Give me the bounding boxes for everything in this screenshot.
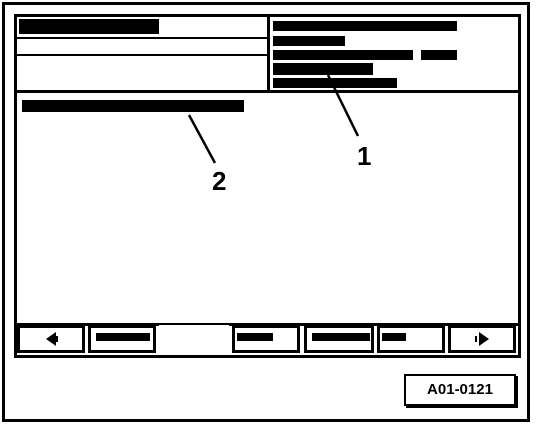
softkey-right-arrow[interactable]	[448, 325, 516, 353]
softkey-strip-top-border	[17, 323, 518, 326]
softkey-4-label	[312, 333, 370, 341]
figure-code-label: A01-0121	[404, 374, 516, 406]
header-info-line-4	[273, 63, 373, 75]
main-content-line	[22, 100, 244, 112]
softkey-4[interactable]	[304, 325, 374, 353]
header-info-line-1	[273, 21, 457, 31]
callout-2: 2	[212, 166, 227, 196]
softkey-1[interactable]	[88, 325, 156, 353]
header-title-bar	[19, 19, 159, 34]
header-info-line-3b	[421, 50, 457, 60]
header-info-line-3a	[273, 50, 413, 60]
header-divider-left-1	[17, 37, 267, 39]
header-bottom-border	[17, 90, 518, 93]
softkey-5-label	[382, 333, 406, 341]
softkey-3[interactable]	[232, 325, 300, 353]
left-arrow-icon	[46, 332, 58, 346]
header-info-line-5	[273, 78, 397, 88]
softkey-5[interactable]	[377, 325, 445, 353]
softkey-3-label	[237, 333, 273, 341]
header-divider-left-2	[17, 54, 267, 56]
softkey-left-arrow[interactable]	[17, 325, 85, 353]
right-arrow-icon	[475, 332, 489, 346]
header-divider-vertical	[267, 17, 270, 92]
display-screen	[14, 14, 521, 358]
header-info-line-2	[273, 36, 345, 46]
softkey-2-blank[interactable]	[159, 325, 229, 353]
callout-1: 1	[357, 141, 372, 171]
softkey-1-label	[96, 333, 150, 341]
